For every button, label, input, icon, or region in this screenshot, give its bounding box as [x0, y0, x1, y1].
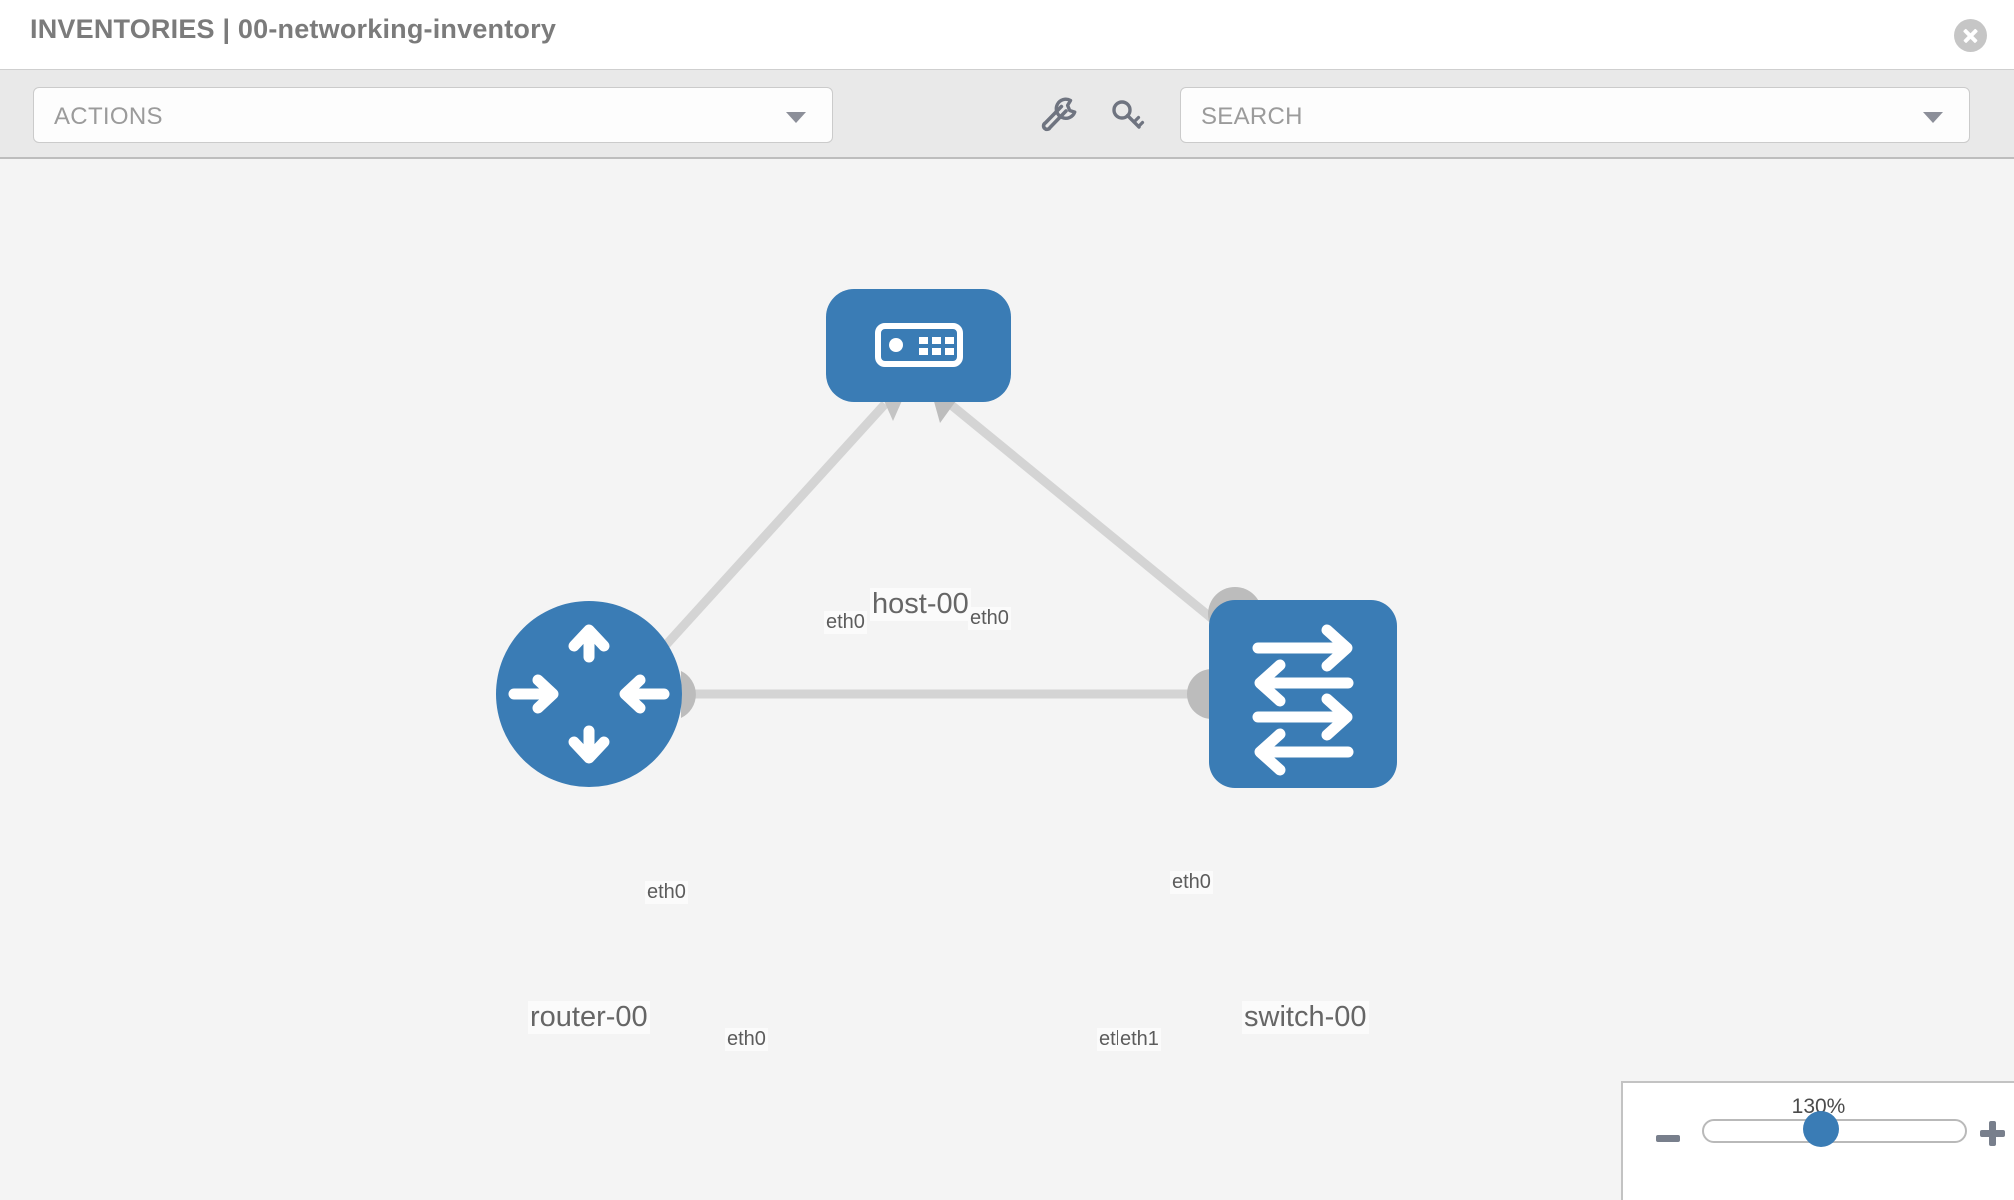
close-icon[interactable] [1954, 19, 1987, 52]
zoom-in-button[interactable] [1980, 1121, 2005, 1146]
interface-stub-router00-right[interactable] [681, 671, 696, 718]
wrench-icon[interactable] [1037, 92, 1083, 138]
router-arrows-icon [508, 624, 670, 764]
actions-dropdown[interactable]: ACTIONS [33, 87, 833, 143]
zoom-control-panel: 130% [1621, 1081, 2014, 1200]
server-icon [875, 323, 963, 367]
zoom-out-button[interactable] [1656, 1135, 1680, 1142]
node-router-00[interactable] [496, 601, 682, 787]
topology-graph [496, 289, 1397, 788]
toolbar: ACTIONS SEARCH [0, 70, 2014, 159]
chevron-down-icon[interactable] [1923, 112, 1943, 123]
interface-stub-group [681, 387, 1262, 719]
node-label-host-00: host-00 [870, 588, 971, 621]
interface-label: eth0 [968, 607, 1011, 630]
interface-label: eth0 [824, 611, 867, 634]
node-switch-00[interactable] [1209, 600, 1397, 788]
node-label-router-00: router-00 [528, 1001, 650, 1034]
topology-canvas[interactable]: host-00 router-00 switch-00 eth0 eth0 et… [0, 159, 2014, 1200]
switch-arrows-icon [1252, 624, 1354, 776]
interface-label: eth0 [1170, 871, 1213, 894]
page-title: INVENTORIES | 00-networking-inventory [30, 14, 557, 44]
link-group [651, 400, 1240, 699]
zoom-level-value: 130% [1791, 1095, 1846, 1118]
node-label-switch-00: switch-00 [1242, 1001, 1369, 1034]
actions-dropdown-label: ACTIONS [54, 103, 163, 130]
interface-label: eth0 [725, 1028, 768, 1051]
title-bar: INVENTORIES | 00-networking-inventory [0, 0, 2014, 70]
link-host00-switch00[interactable] [947, 400, 1240, 643]
link-host00-router00[interactable] [651, 400, 889, 661]
chevron-down-icon [786, 112, 806, 123]
search-input[interactable]: SEARCH [1180, 87, 1970, 143]
zoom-slider-thumb[interactable] [1803, 1111, 1839, 1147]
node-host-00[interactable] [826, 289, 1011, 402]
key-icon[interactable] [1105, 92, 1151, 138]
interface-label: eth0 [645, 881, 688, 904]
interface-label: eth1 [1118, 1028, 1161, 1051]
search-placeholder: SEARCH [1201, 103, 1303, 130]
